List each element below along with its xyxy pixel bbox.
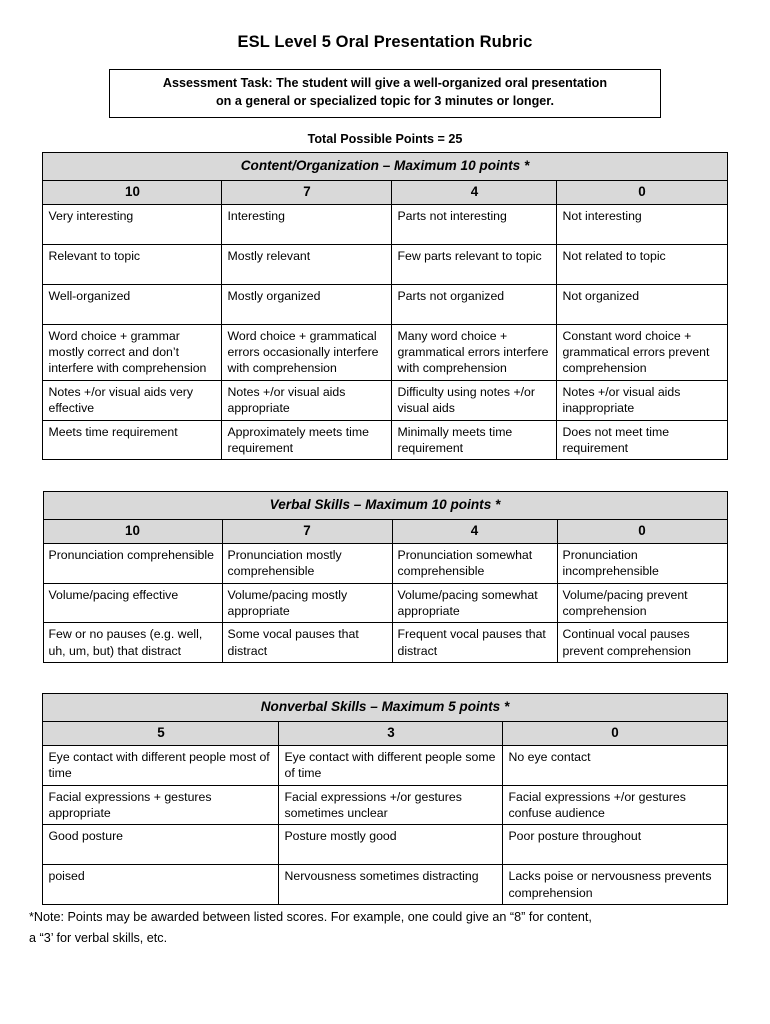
criterion-cell: Mostly organized: [221, 283, 393, 325]
table-row: Very interesting Interesting Parts not i…: [42, 203, 728, 245]
table-row: Few or no pauses (e.g. well, uh, um, but…: [42, 622, 728, 664]
criterion-cell: Nervousness sometimes distracting: [278, 864, 504, 906]
table-row: Volume/pacing effective Volume/pacing mo…: [42, 582, 728, 624]
table-row: Well-organized Mostly organized Parts no…: [42, 283, 728, 325]
criterion-cell: Pronunciation mostly comprehensible: [221, 543, 393, 584]
criterion-cell: Not organized: [556, 283, 728, 325]
criterion-cell: Not related to topic: [556, 243, 728, 285]
criterion-cell: Very interesting: [42, 203, 223, 245]
assessment-task-box: Assessment Task: The student will give a…: [109, 69, 661, 118]
criterion-cell: Eye contact with different people some o…: [278, 745, 504, 786]
criterion-cell: Notes +/or visual aids very effective: [42, 379, 223, 421]
criterion-cell: Relevant to topic: [42, 243, 223, 285]
score-header-0: 0: [556, 519, 728, 545]
footnote-line-2: a “3’ for verbal skills, etc.: [29, 930, 168, 945]
criterion-cell: Pronunciation incomprehensible: [556, 543, 728, 584]
criterion-cell: Good posture: [42, 824, 280, 866]
score-header-5: 5: [42, 721, 280, 747]
criterion-cell: Mostly relevant: [221, 243, 393, 285]
criterion-cell: Frequent vocal pauses that distract: [391, 622, 558, 664]
rubric-table-verbal-skills: Verbal Skills – Maximum 10 points * 10 7…: [42, 491, 728, 664]
criterion-cell: Poor posture throughout: [502, 824, 728, 866]
score-header-4: 4: [391, 519, 558, 545]
section-title-nonverbal-skills: Nonverbal Skills – Maximum 5 points *: [42, 693, 728, 723]
table-row: Facial expressions + gestures appropriat…: [42, 784, 728, 826]
section-title-row: Verbal Skills – Maximum 10 points *: [42, 491, 728, 521]
rubric-table-content-organization: Content/Organization – Maximum 10 points…: [42, 151, 728, 461]
criterion-cell: Pronunciation comprehensible: [42, 543, 223, 584]
criterion-cell: Many word choice + grammatical errors in…: [391, 323, 558, 381]
footnote-line-1: *Note: Points may be awarded between lis…: [29, 910, 592, 925]
criterion-cell: Well-organized: [42, 283, 223, 325]
criterion-cell: Interesting: [221, 203, 393, 245]
criterion-cell: Volume/pacing prevent comprehension: [556, 582, 728, 624]
criterion-cell: No eye contact: [502, 745, 728, 786]
score-header-10: 10: [42, 179, 223, 205]
table-row: Notes +/or visual aids very effective No…: [42, 379, 728, 421]
criterion-cell: Minimally meets time requirement: [391, 419, 558, 461]
criterion-cell: Notes +/or visual aids appropriate: [221, 379, 393, 421]
score-header-3: 3: [278, 721, 504, 747]
score-header-row: 5 3 0: [42, 721, 728, 747]
footnote: *Note: Points may be awarded between lis…: [29, 907, 741, 948]
page-title: ESL Level 5 Oral Presentation Rubric: [237, 33, 533, 51]
score-header-row: 10 7 4 0: [42, 519, 728, 545]
criterion-cell: Word choice + grammatical errors occasio…: [221, 323, 393, 381]
score-header-0: 0: [502, 721, 728, 747]
table-spacer: [0, 460, 770, 491]
criterion-cell: Facial expressions +/or gestures confuse…: [502, 784, 728, 826]
criterion-cell: Volume/pacing somewhat appropriate: [391, 582, 558, 624]
score-header-7: 7: [221, 519, 393, 545]
criterion-cell: Pronunciation somewhat comprehensible: [391, 543, 558, 584]
section-title-row: Content/Organization – Maximum 10 points…: [42, 151, 728, 181]
criterion-cell: Volume/pacing effective: [42, 582, 223, 624]
criterion-cell: Approximately meets time requirement: [221, 419, 393, 461]
table-row: Pronunciation comprehensible Pronunciati…: [42, 543, 728, 584]
table-row: Eye contact with different people most o…: [42, 745, 728, 786]
criterion-cell: Difficulty using notes +/or visual aids: [391, 379, 558, 421]
criterion-cell: Constant word choice + grammatical error…: [556, 323, 728, 381]
score-header-10: 10: [42, 519, 223, 545]
section-title-verbal-skills: Verbal Skills – Maximum 10 points *: [42, 491, 728, 521]
criterion-cell: Volume/pacing mostly appropriate: [221, 582, 393, 624]
score-header-row: 10 7 4 0: [42, 179, 728, 205]
criterion-cell: Few or no pauses (e.g. well, uh, um, but…: [42, 622, 223, 664]
criterion-cell: Some vocal pauses that distract: [221, 622, 393, 664]
criterion-cell: Few parts relevant to topic: [391, 243, 558, 285]
criterion-cell: Does not meet time requirement: [556, 419, 728, 461]
score-header-7: 7: [221, 179, 393, 205]
criterion-cell: Eye contact with different people most o…: [42, 745, 280, 786]
table-row: Good posture Posture mostly good Poor po…: [42, 824, 728, 866]
criterion-cell: Parts not organized: [391, 283, 558, 325]
score-header-0: 0: [556, 179, 728, 205]
assessment-task-container: Assessment Task: The student will give a…: [0, 69, 770, 118]
criterion-cell: Not interesting: [556, 203, 728, 245]
table-spacer: [0, 663, 770, 693]
criterion-cell: Facial expressions + gestures appropriat…: [42, 784, 280, 826]
score-header-4: 4: [391, 179, 558, 205]
criterion-cell: Lacks poise or nervousness prevents comp…: [502, 864, 728, 906]
table-row: poised Nervousness sometimes distracting…: [42, 864, 728, 906]
total-possible-points: Total Possible Points = 25: [307, 131, 463, 146]
assessment-task-line-1: Assessment Task: The student will give a…: [162, 76, 608, 91]
criterion-cell: Meets time requirement: [42, 419, 223, 461]
criterion-cell: Notes +/or visual aids inappropriate: [556, 379, 728, 421]
section-title-content-organization: Content/Organization – Maximum 10 points…: [42, 151, 728, 181]
criterion-cell: Parts not interesting: [391, 203, 558, 245]
rubric-table-nonverbal-skills: Nonverbal Skills – Maximum 5 points * 5 …: [42, 693, 728, 906]
table-row: Word choice + grammar mostly correct and…: [42, 323, 728, 381]
criterion-cell: Continual vocal pauses prevent comprehen…: [556, 622, 728, 664]
criterion-cell: Facial expressions +/or gestures sometim…: [278, 784, 504, 826]
table-row: Relevant to topic Mostly relevant Few pa…: [42, 243, 728, 285]
criterion-cell: poised: [42, 864, 280, 906]
criterion-cell: Word choice + grammar mostly correct and…: [42, 323, 223, 381]
assessment-task-line-2: on a general or specialized topic for 3 …: [215, 94, 554, 109]
criterion-cell: Posture mostly good: [278, 824, 504, 866]
section-title-row: Nonverbal Skills – Maximum 5 points *: [42, 693, 728, 723]
table-row: Meets time requirement Approximately mee…: [42, 419, 728, 461]
